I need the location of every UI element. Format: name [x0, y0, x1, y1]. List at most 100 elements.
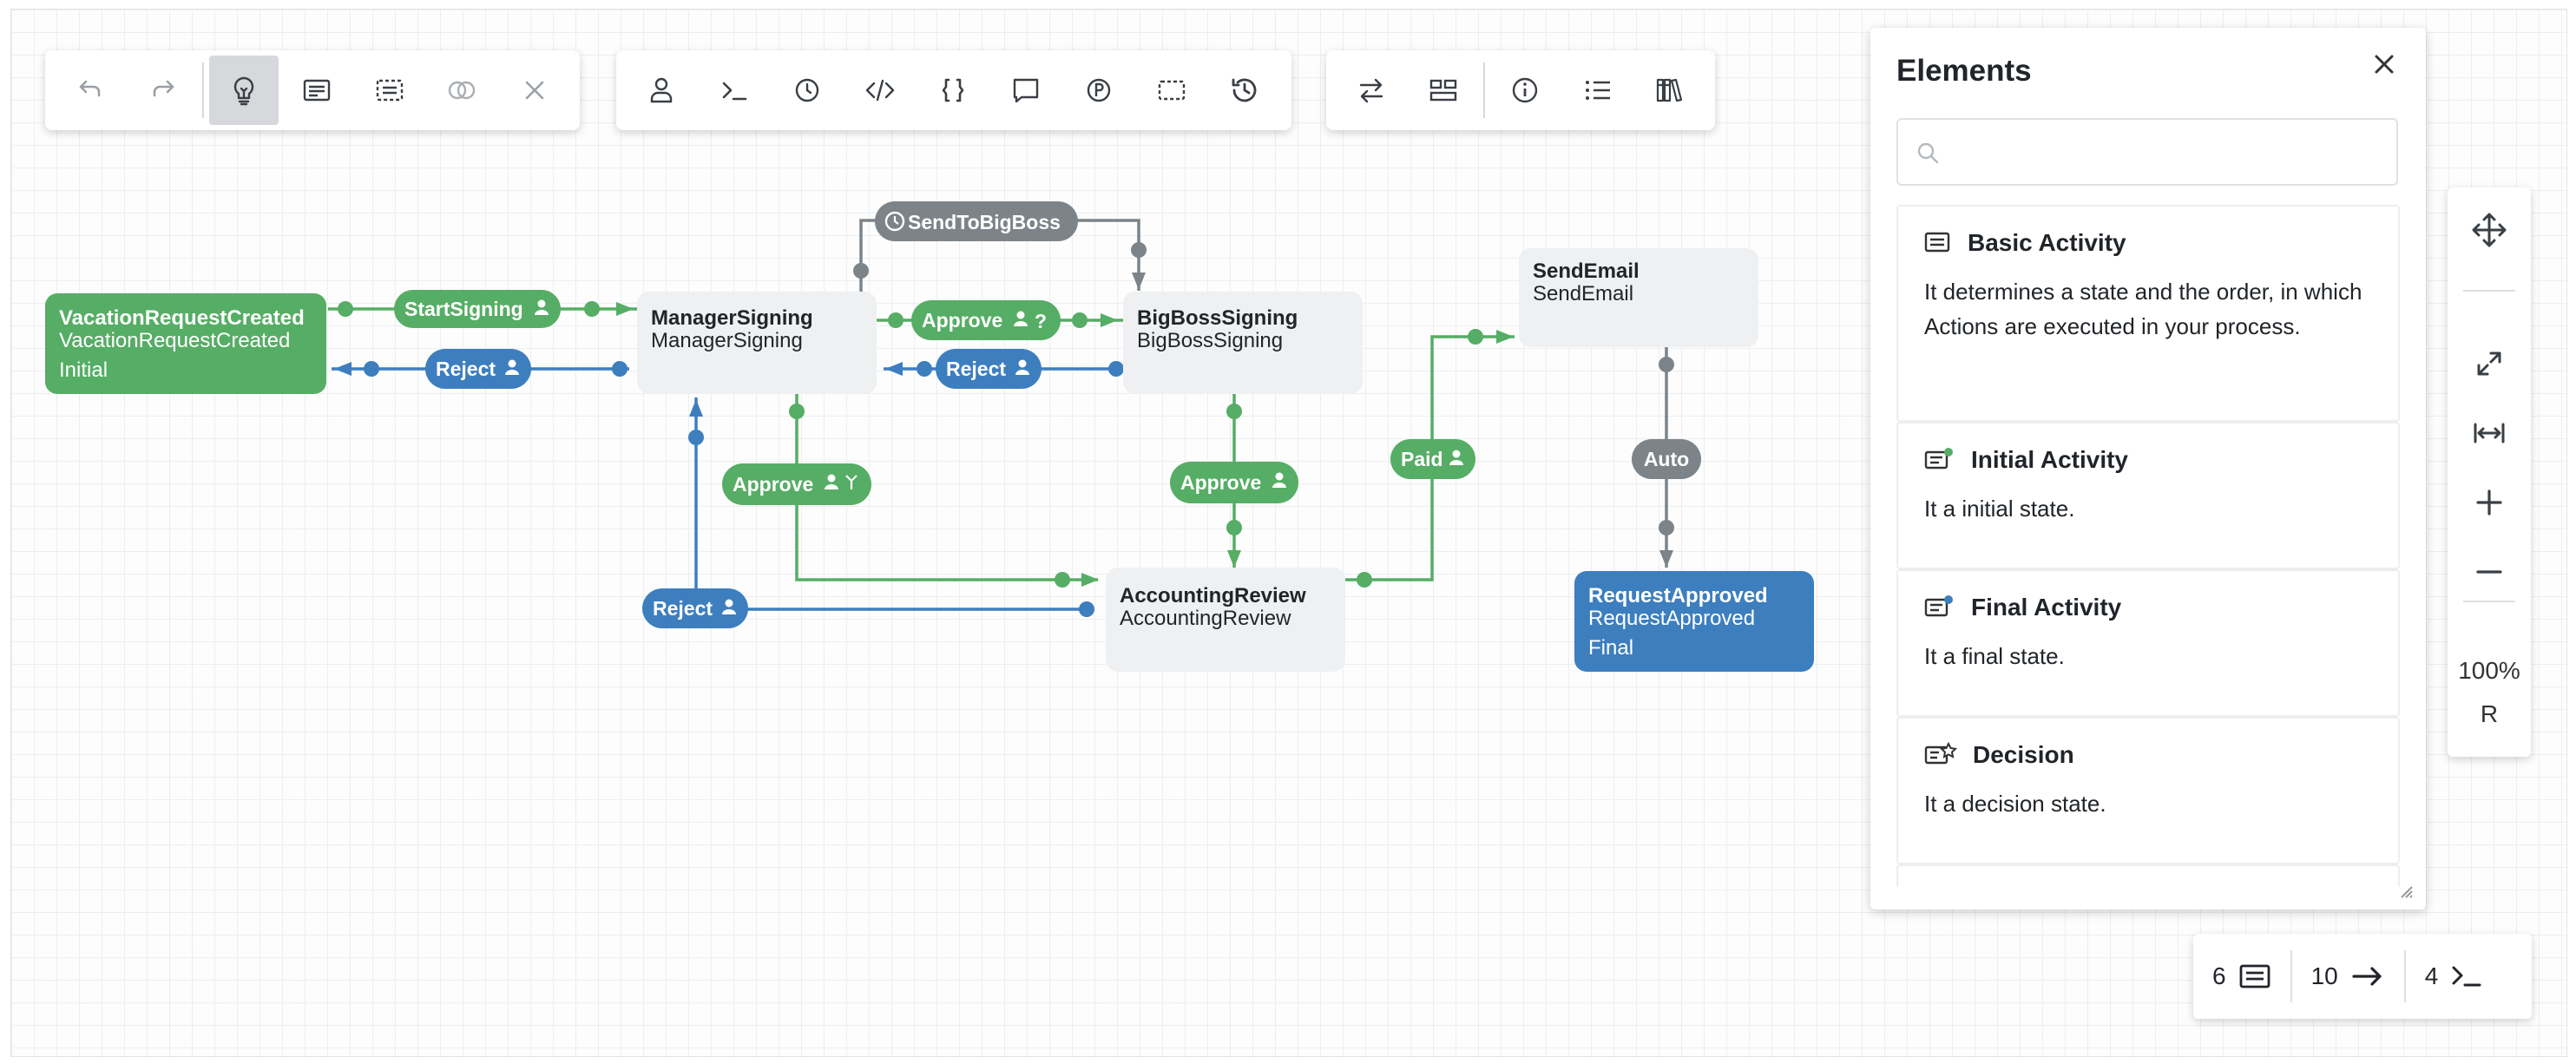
resize-handle-icon[interactable]	[2396, 882, 2414, 899]
transition-paid[interactable]: Paid	[1390, 439, 1475, 479]
undo-icon	[79, 80, 101, 97]
transition-label: Reject	[946, 358, 1006, 380]
node-subtitle: SendEmail	[1533, 282, 1633, 305]
transition-label: Paid	[1401, 448, 1443, 470]
selection-icon	[376, 79, 403, 102]
zoom-divider	[2463, 601, 2515, 602]
element-next[interactable]	[1896, 864, 2400, 887]
command-icon	[722, 82, 747, 101]
transition-approve-accounting-bigboss[interactable]: Approve	[1170, 462, 1298, 503]
delete-button[interactable]	[500, 56, 569, 125]
actor-icon	[650, 77, 673, 103]
element-description: It a initial state.	[1924, 496, 2075, 522]
timers-button[interactable]	[772, 56, 842, 125]
node-subtitle: VacationRequestCreated	[59, 329, 290, 352]
search-input[interactable]	[1950, 134, 2388, 174]
element-name: Final Activity	[1971, 594, 2122, 621]
library-button[interactable]	[1635, 56, 1705, 125]
comment-icon	[1013, 78, 1039, 103]
frame-button[interactable]	[1137, 56, 1206, 125]
toggle-icon	[449, 81, 476, 100]
zoom-out-button[interactable]	[2448, 542, 2531, 602]
info-button[interactable]	[1490, 56, 1560, 125]
connectors	[328, 219, 1674, 617]
code-actions-button[interactable]	[845, 56, 915, 125]
element-description: It a final state.	[1924, 643, 2065, 669]
commands-button[interactable]	[700, 56, 769, 125]
element-description: It determines a state and the order, in …	[1924, 279, 2362, 339]
panel-title: Elements	[1896, 54, 2032, 88]
transition-reject-manager[interactable]: Reject	[425, 349, 531, 389]
search-box	[1896, 118, 2398, 186]
transition-approve-accounting-manager[interactable]: Approve	[722, 463, 871, 505]
undo-button[interactable]	[56, 56, 125, 125]
stats-bar: 6 10 4	[2193, 934, 2532, 1019]
element-decision[interactable]: Decision It a decision state.	[1896, 717, 2400, 864]
element-initial-activity[interactable]: Initial Activity It a initial state.	[1896, 422, 2400, 569]
list-button[interactable]	[1563, 56, 1633, 125]
plus-icon	[2476, 489, 2502, 516]
process-parameters-button[interactable]	[1064, 56, 1134, 125]
pan-button[interactable]	[2448, 200, 2531, 260]
node-title: RequestApproved	[1588, 584, 1768, 608]
zoom-in-button[interactable]	[2448, 472, 2531, 533]
transition-send-to-bigboss[interactable]: SendToBigBoss	[875, 201, 1078, 241]
lightbulb-icon	[234, 76, 254, 106]
close-panel-button[interactable]	[2360, 40, 2408, 89]
swap-button[interactable]	[1337, 56, 1406, 125]
transition-label: Approve	[733, 473, 813, 496]
node-bigboss-signing[interactable]: BigBossSigning BigBossSigning	[1123, 292, 1363, 394]
node-subtitle: AccountingReview	[1120, 607, 1291, 630]
hints-button[interactable]	[209, 56, 279, 125]
element-final-activity[interactable]: Final Activity It a final state.	[1896, 569, 2400, 717]
commands-count-value: 4	[2424, 962, 2439, 989]
transition-reject-bigboss[interactable]: Reject	[936, 349, 1042, 389]
transition-reject-accounting[interactable]: Reject	[642, 588, 748, 628]
element-basic-activity[interactable]: Basic Activity It determines a state and…	[1896, 205, 2400, 422]
zoom-controls: 100% R	[2448, 187, 2531, 757]
node-request-approved[interactable]: RequestApproved RequestApproved Final	[1574, 571, 1814, 672]
fit-width-button[interactable]	[2448, 403, 2531, 463]
close-icon	[525, 81, 544, 100]
element-description: It a decision state.	[1924, 791, 2106, 817]
user-icon	[1015, 359, 1029, 375]
toggle-button[interactable]	[428, 56, 497, 125]
user-icon	[535, 299, 549, 315]
transition-label: Reject	[436, 358, 496, 380]
node-title: AccountingReview	[1120, 584, 1306, 608]
node-send-email[interactable]: SendEmail SendEmail	[1519, 248, 1758, 347]
actors-button[interactable]	[627, 56, 696, 125]
fullscreen-button[interactable]	[2448, 333, 2531, 394]
node-title: BigBossSigning	[1137, 306, 1298, 330]
add-activity-button[interactable]	[282, 56, 352, 125]
comments-button[interactable]	[991, 56, 1061, 125]
redo-button[interactable]	[128, 56, 198, 125]
user-icon	[1449, 450, 1463, 465]
select-area-button[interactable]	[355, 56, 424, 125]
transition-approve-bigboss[interactable]: Approve ?	[911, 300, 1061, 340]
toolbar-divider	[1483, 62, 1486, 118]
parameters-button[interactable]	[918, 56, 988, 125]
auto-layout-button[interactable]	[1410, 56, 1479, 125]
reset-label: R	[2480, 700, 2499, 727]
node-title: VacationRequestCreated	[59, 306, 305, 330]
transition-start-signing[interactable]: StartSigning	[394, 290, 561, 328]
user-icon	[825, 474, 838, 489]
transition-label: Approve	[1180, 471, 1261, 494]
node-vacation-request-created[interactable]: VacationRequestCreated VacationRequestCr…	[45, 293, 326, 394]
history-button[interactable]	[1210, 56, 1279, 125]
elements-panel: Elements Basic Activity It determines a …	[1870, 28, 2426, 910]
user-icon	[1272, 472, 1286, 488]
list-icon	[1585, 81, 1610, 100]
reset-zoom-button[interactable]: R	[2448, 684, 2531, 745]
zoom-level-text: 100%	[2458, 657, 2520, 684]
edit-toolbar	[45, 50, 580, 130]
parameter-p-icon	[1087, 78, 1111, 102]
info-icon	[1512, 77, 1538, 103]
node-manager-signing[interactable]: ManagerSigning ManagerSigning	[637, 292, 877, 394]
transition-auto[interactable]: Auto	[1632, 439, 1701, 479]
user-icon	[722, 599, 736, 614]
user-icon	[1014, 311, 1028, 326]
node-accounting-review[interactable]: AccountingReview AccountingReview	[1106, 568, 1345, 672]
